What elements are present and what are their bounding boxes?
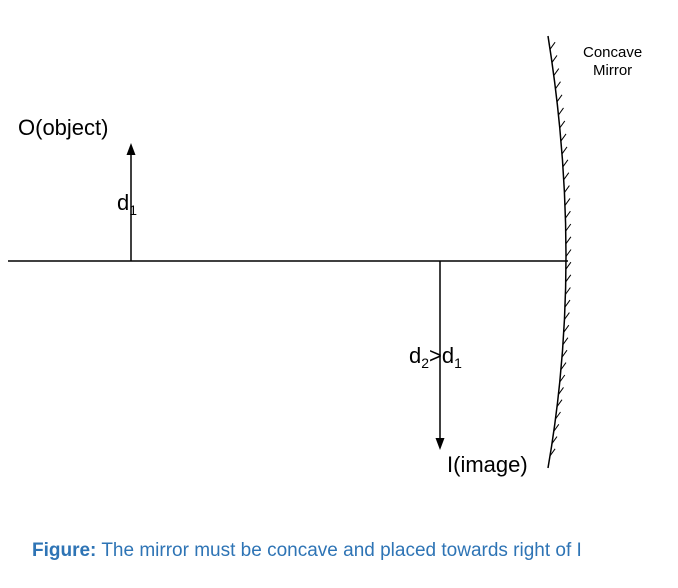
d2-subscript-1: 1 xyxy=(454,355,462,371)
d2-base: d xyxy=(409,343,422,368)
d1-label: d1 xyxy=(117,190,138,218)
d2-gt: >d xyxy=(429,343,455,368)
hatch-mark xyxy=(562,337,569,345)
mirror-label-line1: Concave xyxy=(583,44,643,61)
hatch-mark xyxy=(563,324,570,333)
hatch-mark xyxy=(555,411,561,420)
hatch-mark xyxy=(564,198,571,206)
hatch-mark xyxy=(549,41,556,50)
hatch-mark xyxy=(564,287,571,295)
hatch-mark xyxy=(553,424,560,432)
d1-base: d xyxy=(117,190,130,215)
object-label: O(object) xyxy=(18,115,109,140)
image-arrow-head xyxy=(435,438,445,450)
hatch-mark xyxy=(555,81,561,89)
mirror-hatching xyxy=(549,41,572,457)
hatch-mark xyxy=(564,299,571,308)
hatch-mark xyxy=(556,399,563,407)
hatch-mark xyxy=(551,55,558,63)
hatch-mark xyxy=(564,210,571,219)
hatch-mark xyxy=(563,172,570,180)
figure-caption: Figure: The mirror must be concave and p… xyxy=(32,540,582,562)
hatch-mark xyxy=(565,249,572,257)
object-arrow-head xyxy=(126,143,136,155)
mirror-label-line2: Mirror xyxy=(593,62,633,79)
hatch-mark xyxy=(563,312,570,320)
hatch-mark xyxy=(558,387,564,395)
hatch-mark xyxy=(562,159,569,168)
image-label: I(image) xyxy=(447,452,528,477)
caption-lead: Figure: xyxy=(32,540,97,561)
hatch-mark xyxy=(560,133,567,142)
hatch-mark xyxy=(565,261,572,270)
hatch-mark xyxy=(561,349,568,358)
hatch-mark xyxy=(563,185,570,193)
caption-text: The mirror must be concave and placed to… xyxy=(96,540,582,561)
mirror-label: Concave Mirror xyxy=(583,44,642,80)
d2-subscript: 2 xyxy=(421,355,430,371)
hatch-mark xyxy=(561,146,568,155)
hatch-mark xyxy=(560,362,567,370)
hatch-mark xyxy=(551,436,558,444)
concave-mirror xyxy=(547,35,567,469)
hatch-mark xyxy=(549,448,556,457)
hatch-mark xyxy=(565,223,572,232)
hatch-mark xyxy=(559,374,566,383)
d1-subscript: 1 xyxy=(129,202,138,218)
hatch-mark xyxy=(558,107,564,116)
hatch-mark xyxy=(556,94,563,103)
hatch-mark xyxy=(553,68,560,76)
d2-gt-d1-label: d2>d1 xyxy=(409,343,462,371)
hatch-mark xyxy=(565,274,572,283)
hatch-mark xyxy=(565,236,572,245)
hatch-mark xyxy=(559,120,566,129)
